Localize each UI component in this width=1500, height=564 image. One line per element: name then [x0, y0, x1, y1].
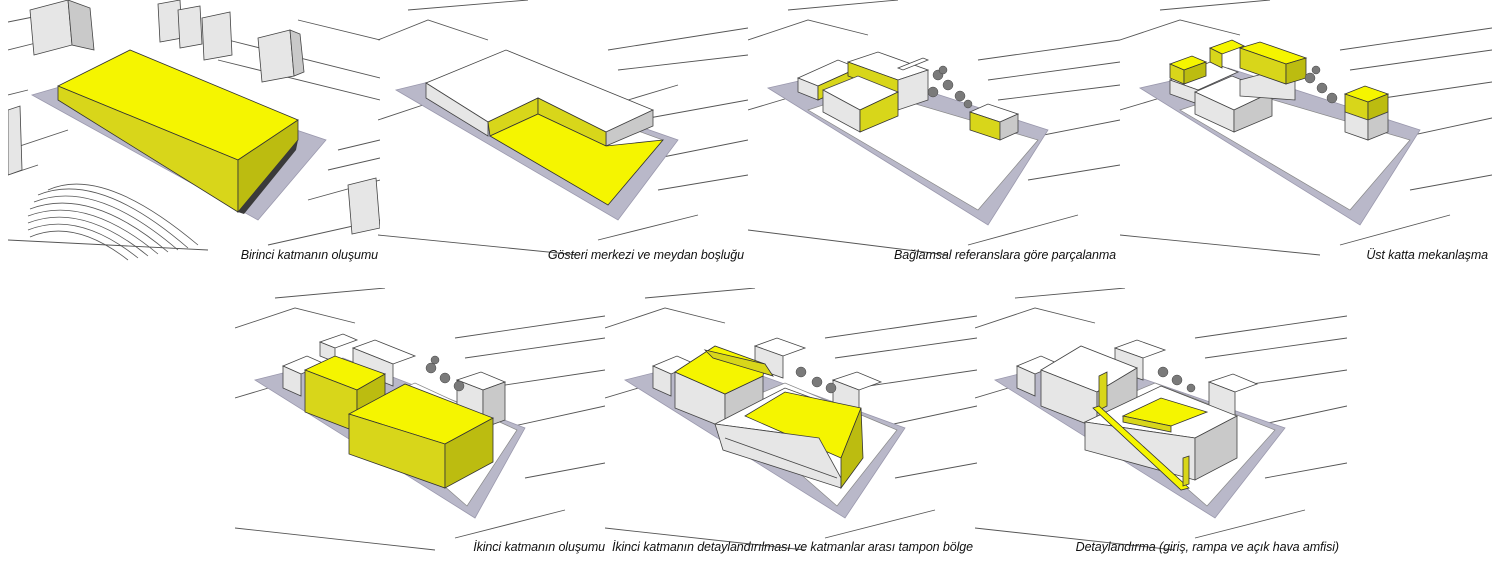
massing-sketch-3: [748, 0, 1120, 256]
diagram-panel-2: Gösteri merkezi ve meydan boşluğu: [378, 0, 748, 265]
panel-caption: Detaylandırma (giriş, rampa ve açık hava…: [1075, 540, 1339, 554]
diagram-panel-3: Bağlamsal referanslara göre parçalanma: [748, 0, 1120, 265]
panel-caption: Üst katta mekanlaşma: [1366, 248, 1488, 262]
panel-caption: Birinci katmanın oluşumu: [240, 248, 378, 262]
massing-sketch-7: [975, 288, 1347, 551]
massing-sketch-5: [235, 288, 605, 551]
panel-caption: Bağlamsal referanslara göre parçalanma: [893, 248, 1116, 262]
massing-sketch-1: [8, 0, 380, 261]
panel-caption: İkinci katmanın detaylandırılması ve kat…: [611, 540, 973, 554]
panel-caption: İkinci katmanın oluşumu: [473, 540, 605, 554]
massing-sketch-2: [378, 0, 748, 256]
diagram-panel-5: İkinci katmanın oluşumu: [235, 288, 605, 558]
diagram-panel-6: İkinci katmanın detaylandırılması ve kat…: [605, 288, 977, 558]
diagram-panel-1: Birinci katmanın oluşumu: [8, 0, 380, 265]
diagram-panel-7: Detaylandırma (giriş, rampa ve açık hava…: [975, 288, 1347, 558]
diagram-panel-4: Üst katta mekanlaşma: [1120, 0, 1492, 265]
massing-sketch-6: [605, 288, 977, 551]
panel-caption: Gösteri merkezi ve meydan boşluğu: [547, 248, 744, 262]
massing-sketch-4: [1120, 0, 1492, 256]
